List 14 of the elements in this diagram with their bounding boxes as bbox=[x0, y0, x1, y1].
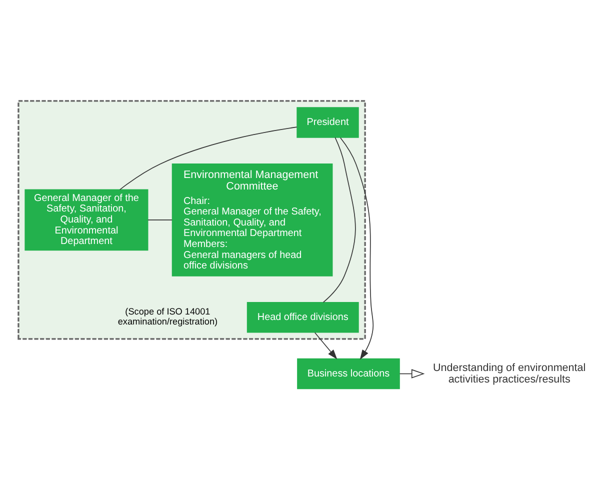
node-box: Environmental Management Committee Chair: General Manager of the Safety, Sanitation, Quality, and Environmental Department Members: General managers of head office divisions bbox=[172, 163, 333, 276]
arrow bbox=[314, 332, 338, 359]
node-text: Understanding of environmental activities practices/results bbox=[433, 361, 586, 385]
node-box: President bbox=[296, 106, 359, 138]
cluster bbox=[18, 100, 366, 340]
connector bbox=[148, 219, 172, 220]
node-box: Head office divisions bbox=[246, 302, 359, 332]
connector bbox=[119, 126, 298, 190]
label: (Scope of ISO 14001 examination/registration) bbox=[118, 306, 218, 326]
arrow bbox=[399, 368, 425, 378]
arrow bbox=[340, 136, 374, 360]
node-box: Business locations bbox=[297, 358, 400, 389]
node-box: General Manager of the Safety, Sanitation, Quality, and Environmental Department bbox=[24, 188, 148, 250]
connector bbox=[322, 136, 356, 302]
